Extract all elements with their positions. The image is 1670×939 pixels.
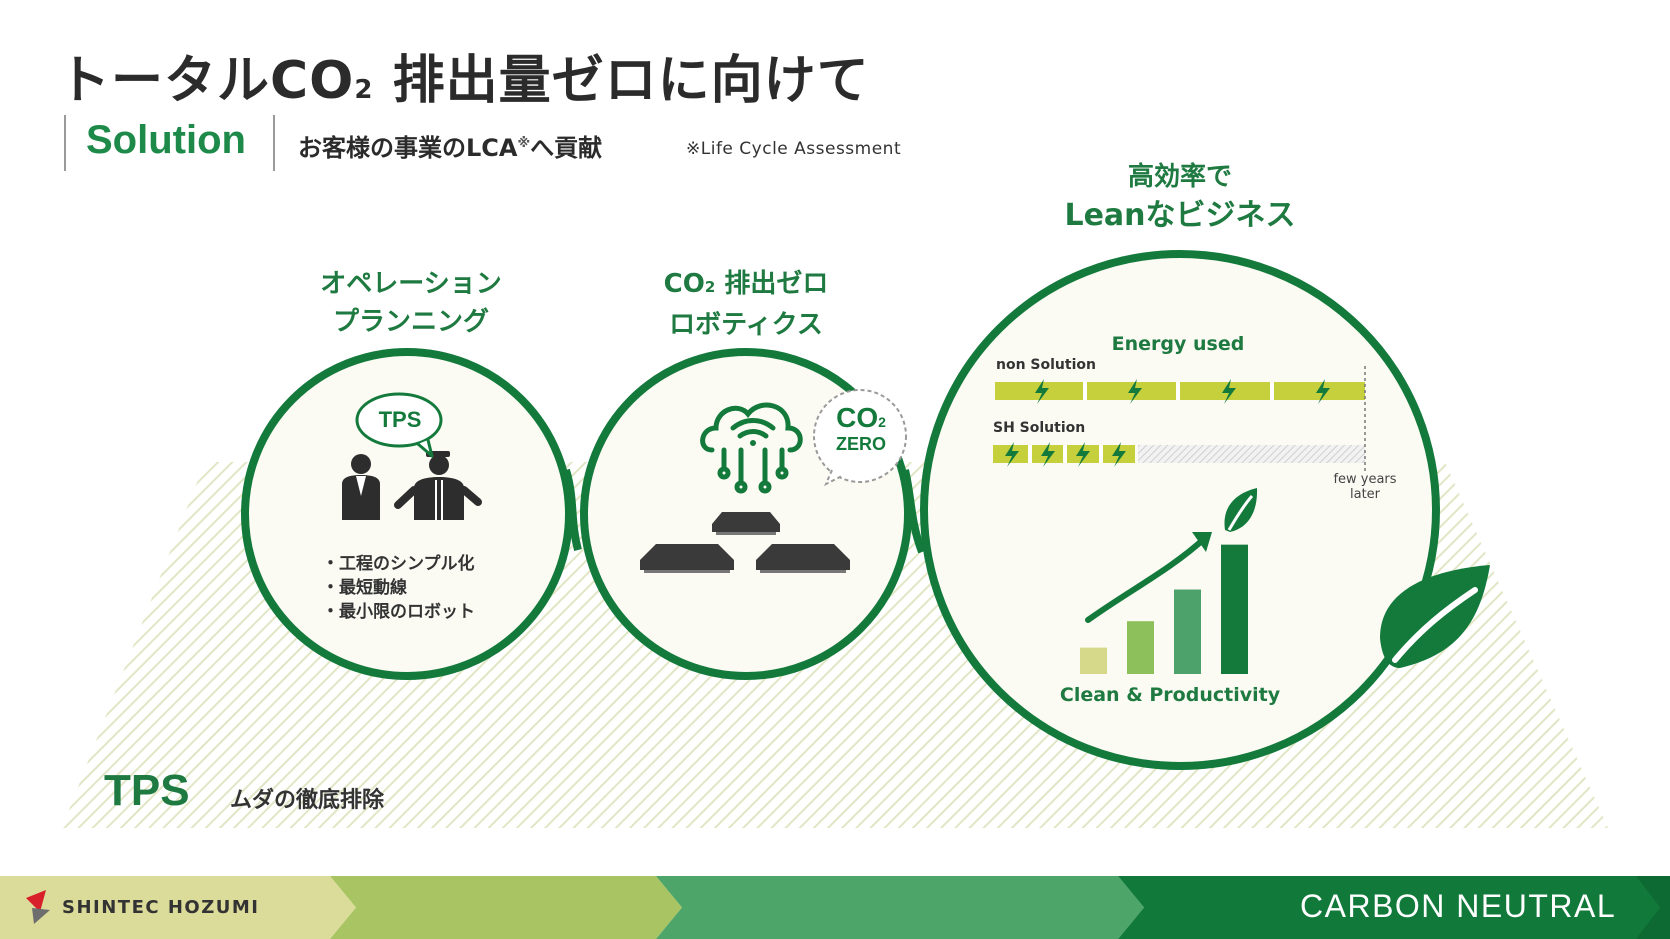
growth-bar <box>1174 589 1201 674</box>
bullet-item: ・工程のシンプル化 <box>322 554 475 574</box>
bullet-item: ・最短動線 <box>322 578 407 598</box>
tps-bubble-text: TPS <box>378 407 422 432</box>
brand-name: SHINTEC HOZUMI <box>62 897 260 918</box>
energy-bar-sh-solution-remaining <box>1138 445 1365 463</box>
growth-bar <box>1221 544 1248 674</box>
brand-logo-icon <box>26 890 50 924</box>
speech-bubble-icon <box>355 392 443 458</box>
co2-zero-badge-text: CO2 ZERO <box>835 402 886 455</box>
bottom-band <box>0 876 1670 939</box>
right-circle-title: 高効率で Leanなビジネス <box>1064 162 1296 233</box>
bullet-item: ・最小限のロボット <box>322 602 475 622</box>
divider-left <box>64 115 66 171</box>
left-circle-title: オペレーション プランニング <box>320 269 502 337</box>
tps-footer-label: TPS <box>104 766 190 815</box>
growth-bar <box>1080 647 1107 674</box>
person-suit-icon <box>342 454 380 520</box>
growth-arrow-icon <box>1085 532 1212 623</box>
sh-solution-label: SH Solution <box>993 420 1086 436</box>
growth-chart <box>1080 544 1248 674</box>
solution-note: ※Life Cycle Assessment <box>686 139 902 159</box>
solution-text: お客様の事業のLCA※へ貢献 <box>298 134 603 162</box>
chart-caption: Clean & Productivity <box>1059 684 1281 706</box>
person-worker-icon <box>394 451 482 520</box>
co2-zero-badge-icon <box>813 389 907 487</box>
diagram-graphics <box>62 250 1608 828</box>
cloud-iot-icon <box>700 402 803 494</box>
wave-connector-2 <box>901 469 926 554</box>
tps-footer-sub: ムダの徹底排除 <box>230 788 385 813</box>
robot-platform-icon <box>640 512 850 573</box>
divider-right <box>273 115 275 171</box>
bullet-list: ・工程のシンプル化 ・最短動線 ・最小限のロボット <box>322 552 475 624</box>
energy-used-title: Energy used <box>1111 333 1245 355</box>
leaf-icon <box>1380 565 1490 668</box>
wave-connector-1 <box>562 468 582 552</box>
page-title: トータルCO2 排出量ゼロに向けて <box>58 51 870 111</box>
solution-label: Solution <box>86 118 246 162</box>
lightning-icons <box>1005 379 1330 467</box>
growth-bar <box>1127 621 1154 674</box>
few-years-later-label: few years later <box>1333 472 1397 502</box>
carbon-neutral-label: CARBON NEUTRAL <box>1300 888 1617 924</box>
non-solution-label: non Solution <box>996 357 1096 373</box>
middle-circle-title: CO2 排出ゼロ ロボティクス <box>663 269 829 340</box>
energy-bars <box>993 366 1366 472</box>
sprout-leaf-icon <box>1224 488 1258 532</box>
